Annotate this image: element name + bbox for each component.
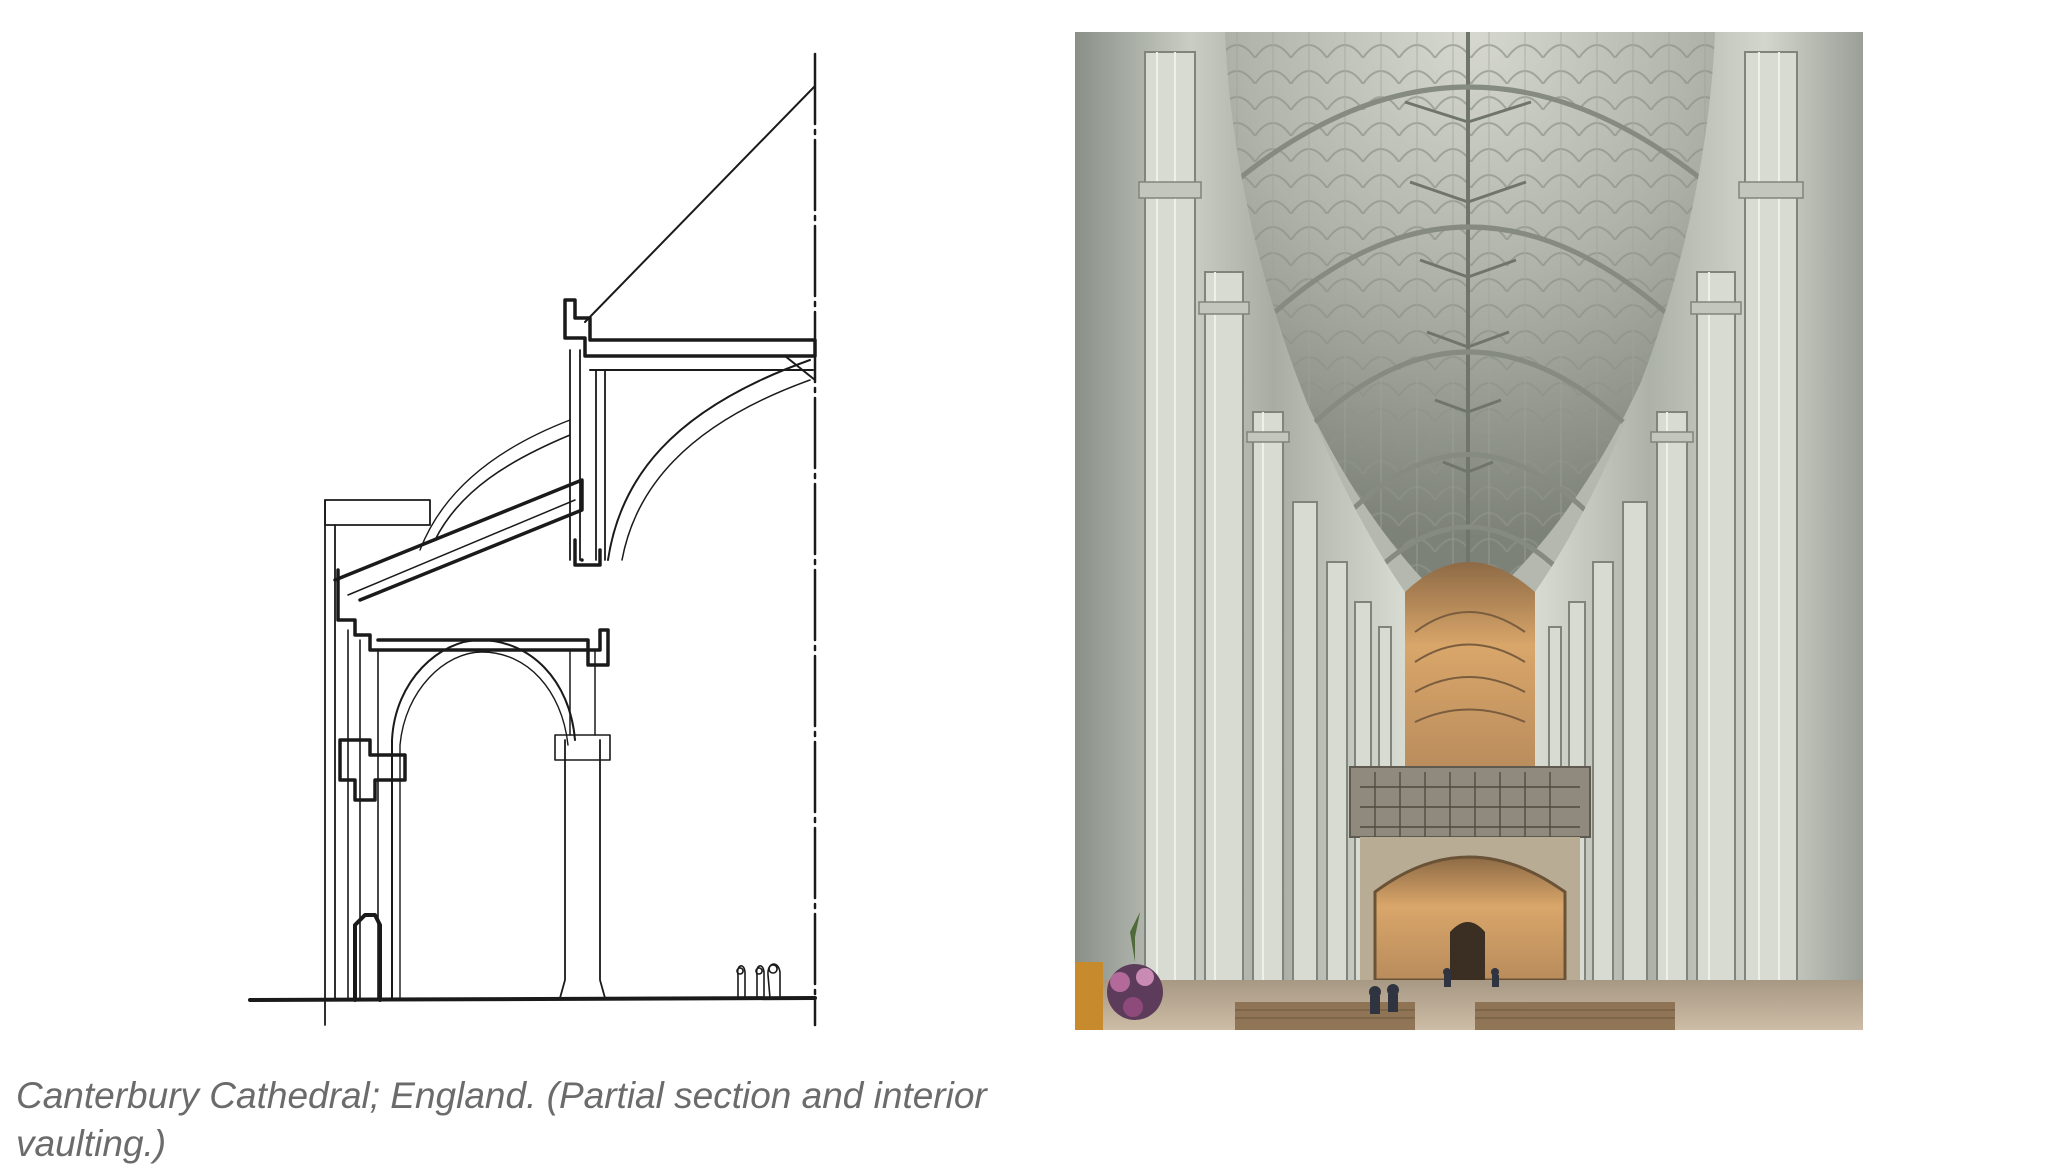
interior-photo bbox=[1075, 32, 1863, 1030]
scale-figures bbox=[736, 963, 781, 999]
ground-line bbox=[248, 996, 817, 1002]
roof-pitch bbox=[584, 85, 816, 323]
figure-caption: Canterbury Cathedral; England. (Partial … bbox=[16, 1075, 998, 1164]
section-sketch bbox=[248, 52, 817, 1027]
flower-arrangement bbox=[1075, 912, 1163, 1030]
